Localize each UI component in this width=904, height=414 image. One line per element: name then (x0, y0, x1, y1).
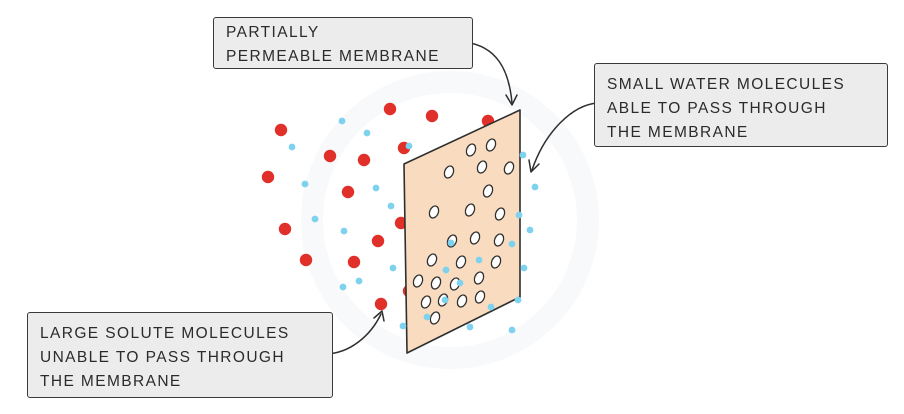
water-molecule (508, 240, 516, 248)
solute-molecule (374, 297, 388, 311)
membrane-pore (420, 295, 432, 309)
solute-molecule (278, 222, 292, 236)
membrane-pore (490, 255, 502, 269)
water-molecule (466, 323, 474, 331)
water-molecule (475, 256, 483, 264)
membrane-pore (464, 203, 476, 217)
membrane-label: PARTIALLY PERMEABLE MEMBRANE (213, 17, 473, 69)
label-line: UNABLE TO PASS THROUGH (40, 349, 285, 366)
water-molecule (311, 215, 319, 223)
membrane-pore (469, 231, 481, 245)
water-molecule (520, 264, 528, 272)
water-molecule (519, 151, 527, 159)
water-molecule (301, 180, 309, 188)
solute-molecule (425, 109, 439, 123)
solute-molecule (299, 253, 313, 267)
water-molecule (456, 279, 464, 287)
membrane-pore (476, 160, 488, 174)
membrane-pore (430, 276, 442, 290)
solute-molecule (371, 234, 385, 248)
water-molecule (389, 264, 397, 272)
solute-molecule (383, 102, 397, 116)
water-molecule (526, 226, 534, 234)
water-molecule (288, 143, 296, 151)
membrane-pore (426, 253, 438, 267)
membrane-pore (465, 143, 477, 157)
solute-molecule (347, 255, 361, 269)
membrane-pore (443, 165, 455, 179)
water-molecule (355, 277, 363, 285)
water-molecule (508, 326, 516, 334)
label-line: THE MEMBRANE (607, 124, 749, 141)
membrane-pore (456, 294, 468, 308)
membrane-pore (474, 290, 486, 304)
water-molecule (487, 303, 495, 311)
membrane-pore (473, 271, 485, 285)
water-molecule (339, 283, 347, 291)
label-line: ABLE TO PASS THROUGH (607, 100, 827, 117)
water-molecule (405, 142, 413, 150)
membrane-pore (412, 274, 424, 288)
membrane-pore (503, 161, 515, 175)
water-molecule (363, 129, 371, 137)
membrane-pore (494, 207, 506, 221)
membrane-pore (493, 233, 505, 247)
solute-molecule (341, 185, 355, 199)
membrane-pores (412, 138, 515, 325)
solute-molecule (323, 149, 337, 163)
membrane-pore (485, 138, 497, 152)
water-molecule (338, 117, 346, 125)
label-line: PARTIALLY (226, 24, 320, 41)
solute-molecule (274, 123, 288, 137)
label-line: THE MEMBRANE (40, 373, 182, 390)
membrane-pore (428, 205, 440, 219)
water-molecule (423, 313, 431, 321)
solute-molecule (357, 153, 371, 167)
water-molecule (387, 202, 395, 210)
membrane-pore (429, 311, 441, 325)
label-line: LARGE SOLUTE MOLECULES (40, 325, 290, 342)
water-molecule (442, 266, 450, 274)
solute-molecules-label: LARGE SOLUTE MOLECULES UNABLE TO PASS TH… (27, 312, 333, 398)
water-molecule (441, 296, 449, 304)
water-molecule (531, 183, 539, 191)
solute-molecule (261, 170, 275, 184)
membrane-pore (482, 184, 494, 198)
water-molecule (372, 184, 380, 192)
water-molecule (447, 239, 455, 247)
label-line: SMALL WATER MOLECULES (607, 76, 846, 93)
water-molecule (399, 322, 407, 330)
label-line: PERMEABLE MEMBRANE (226, 48, 440, 65)
water-molecule (340, 227, 348, 235)
water-molecule (515, 211, 523, 219)
membrane-pore (455, 255, 467, 269)
water-molecule (514, 296, 522, 304)
partially-permeable-membrane (403, 109, 521, 354)
water-molecules (288, 117, 539, 334)
water-molecules-label: SMALL WATER MOLECULES ABLE TO PASS THROU… (594, 63, 888, 147)
